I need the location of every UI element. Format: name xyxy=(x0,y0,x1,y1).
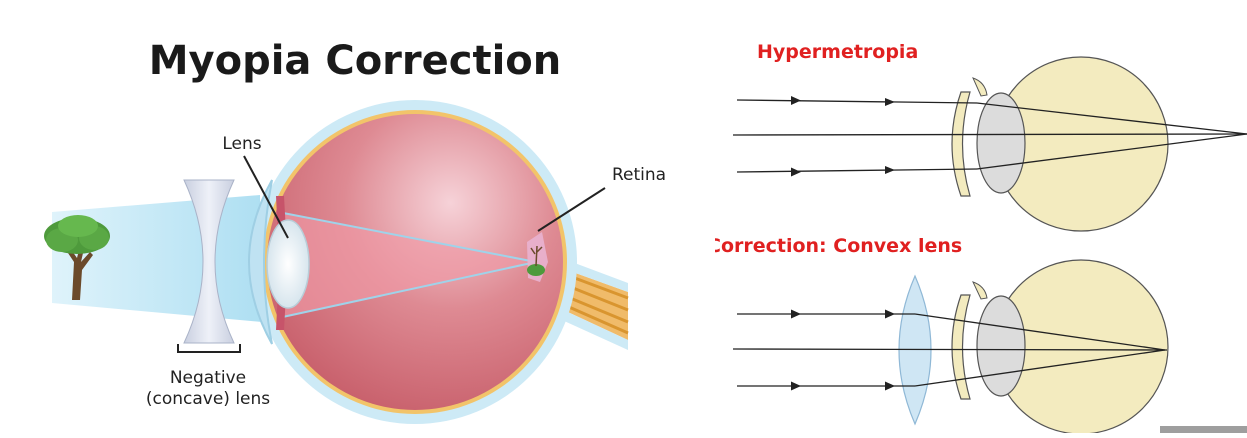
retina-image xyxy=(527,232,548,282)
negative-lens-label-line1: Negative xyxy=(170,368,246,388)
retina-pointer xyxy=(537,187,606,232)
negative-lens-label-line2: (concave) lens xyxy=(146,389,270,409)
ray-arrow-icon xyxy=(791,96,895,177)
hypermetropia-title: Hypermetropia xyxy=(757,41,918,63)
eye-lens xyxy=(266,219,310,309)
cornea xyxy=(248,179,273,345)
lens-label: Lens xyxy=(222,134,261,154)
ray-arrow-icon xyxy=(791,309,895,391)
tree-icon xyxy=(44,215,110,300)
hypermetropia-diagram: Hypermetropia Correction: Convex lens xyxy=(707,41,1247,435)
hyperopic-rays xyxy=(732,99,1247,173)
corrected-rays xyxy=(732,313,1168,387)
lens-pointer xyxy=(243,155,289,239)
lens-bracket xyxy=(177,344,241,353)
hyperopic-eye xyxy=(951,56,1169,232)
light-beam xyxy=(52,195,262,322)
scroll-indicator xyxy=(1160,426,1247,433)
concave-lens xyxy=(183,179,235,344)
hypermetropia-panel: Hypermetropia Correction: Convex lens xyxy=(707,0,1247,435)
myopia-title: Myopia Correction xyxy=(149,38,562,84)
myopia-diagram: Myopia Correction xyxy=(44,38,666,424)
correction-title: Correction: Convex lens xyxy=(715,235,962,257)
retina-label: Retina xyxy=(612,165,666,185)
myopia-panel: Myopia Correction xyxy=(44,38,666,424)
corrected-eye xyxy=(951,259,1169,435)
